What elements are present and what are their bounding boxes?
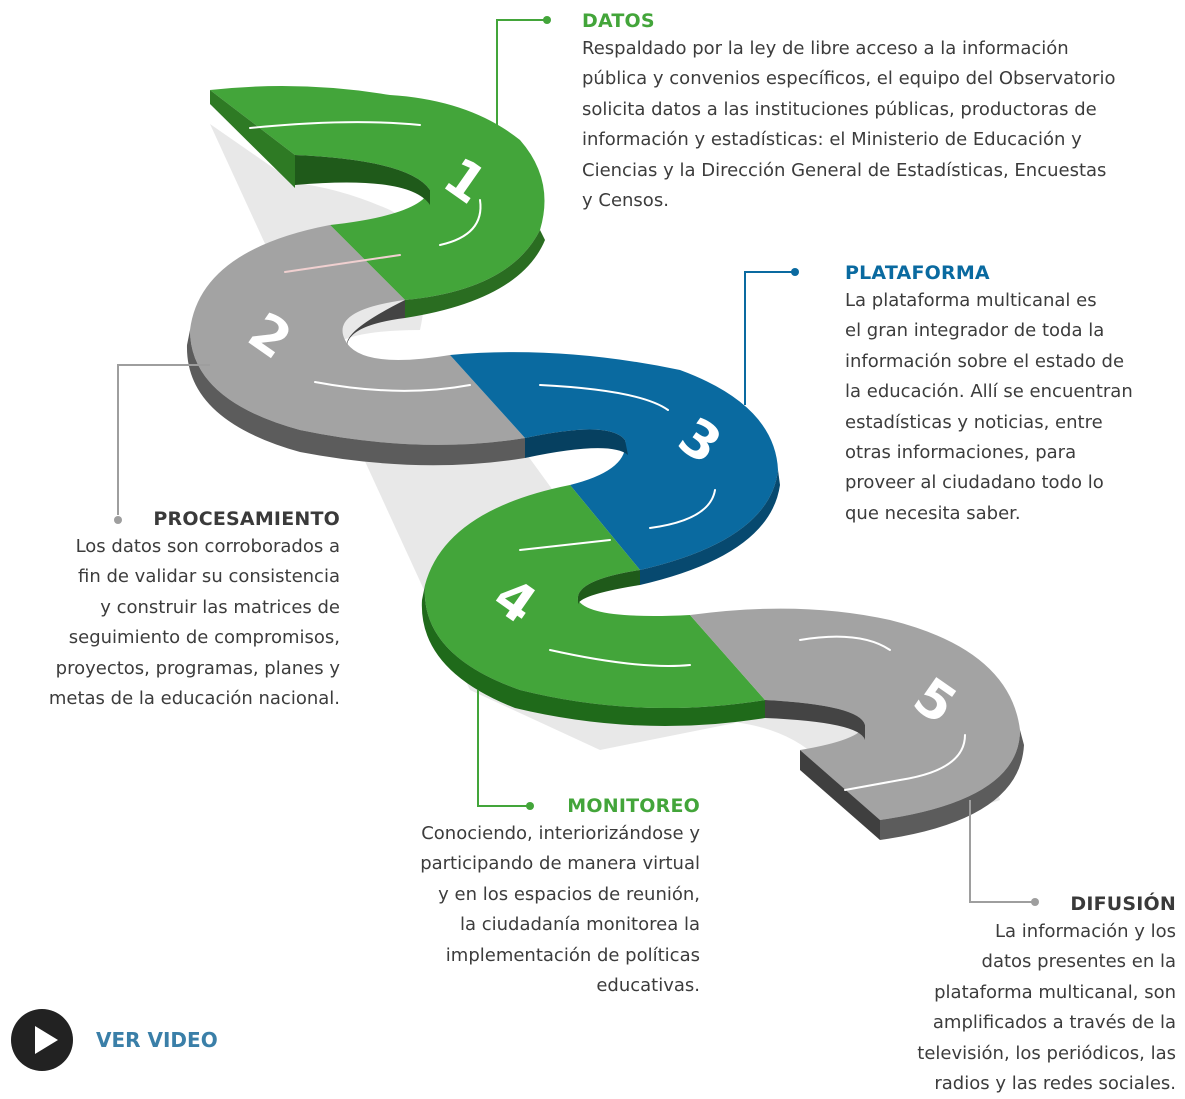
step-title: PLATAFORMA bbox=[845, 262, 990, 284]
leader-datos bbox=[496, 19, 547, 140]
step-title: MONITOREO bbox=[567, 795, 700, 817]
road-segment-5-end bbox=[800, 750, 880, 840]
road-segment-1-side bbox=[210, 90, 295, 188]
leader-lines bbox=[114, 16, 1039, 906]
road-segment-4-inner-side bbox=[577, 570, 640, 605]
step-datos: DATOS Respaldado por la ley de libre acc… bbox=[582, 10, 1182, 216]
road-segment-3-side bbox=[640, 470, 780, 585]
step-difusion: DIFUSIÓN La información y los datos pres… bbox=[860, 893, 1176, 1099]
step-description: La plataforma multicanal es el gran inte… bbox=[845, 290, 1133, 524]
leader-difusion bbox=[969, 800, 1033, 903]
road-segment-4-side bbox=[421, 585, 765, 726]
road-segment-4 bbox=[424, 485, 765, 708]
road-segment-5-inner-side bbox=[765, 700, 865, 740]
step-description: La información y los datos presentes en … bbox=[917, 921, 1176, 1095]
road-segment-5-side bbox=[880, 730, 1024, 840]
step-title: DATOS bbox=[582, 10, 655, 32]
leader-plataforma bbox=[744, 271, 795, 405]
step-procesamiento: PROCESAMIENTO Los datos son corroborados… bbox=[10, 508, 340, 714]
lane-markings bbox=[249, 121, 966, 791]
step-description: Los datos son corroborados a fin de vali… bbox=[48, 536, 340, 710]
leader-monitoreo bbox=[477, 690, 528, 807]
road-segment-5 bbox=[690, 608, 1020, 820]
road-segment-2-side bbox=[186, 330, 525, 466]
road-segment-2-inner-side bbox=[346, 300, 405, 345]
ver-video-label[interactable]: VER VIDEO bbox=[96, 1028, 218, 1052]
step-title: PROCESAMIENTO bbox=[153, 508, 340, 530]
road-segment-3-inner-side bbox=[525, 429, 628, 458]
step-plataforma: PLATAFORMA La plataforma multicanal es e… bbox=[845, 262, 1180, 529]
step-description: Conociendo, interiorizándose y participa… bbox=[420, 823, 700, 997]
road-segment-1 bbox=[210, 86, 545, 300]
road-segment-1-inner-side bbox=[295, 155, 430, 205]
play-icon[interactable] bbox=[10, 1008, 74, 1072]
ver-video-button[interactable]: VER VIDEO bbox=[10, 1008, 218, 1072]
step-title: DIFUSIÓN bbox=[1070, 893, 1176, 915]
step-description: Respaldado por la ley de libre acceso a … bbox=[582, 38, 1116, 212]
road-segment-1-side-b bbox=[405, 230, 545, 318]
step-monitoreo: MONITOREO Conociendo, interiorizándose y… bbox=[380, 795, 700, 1001]
leader-procesamiento bbox=[117, 364, 210, 515]
